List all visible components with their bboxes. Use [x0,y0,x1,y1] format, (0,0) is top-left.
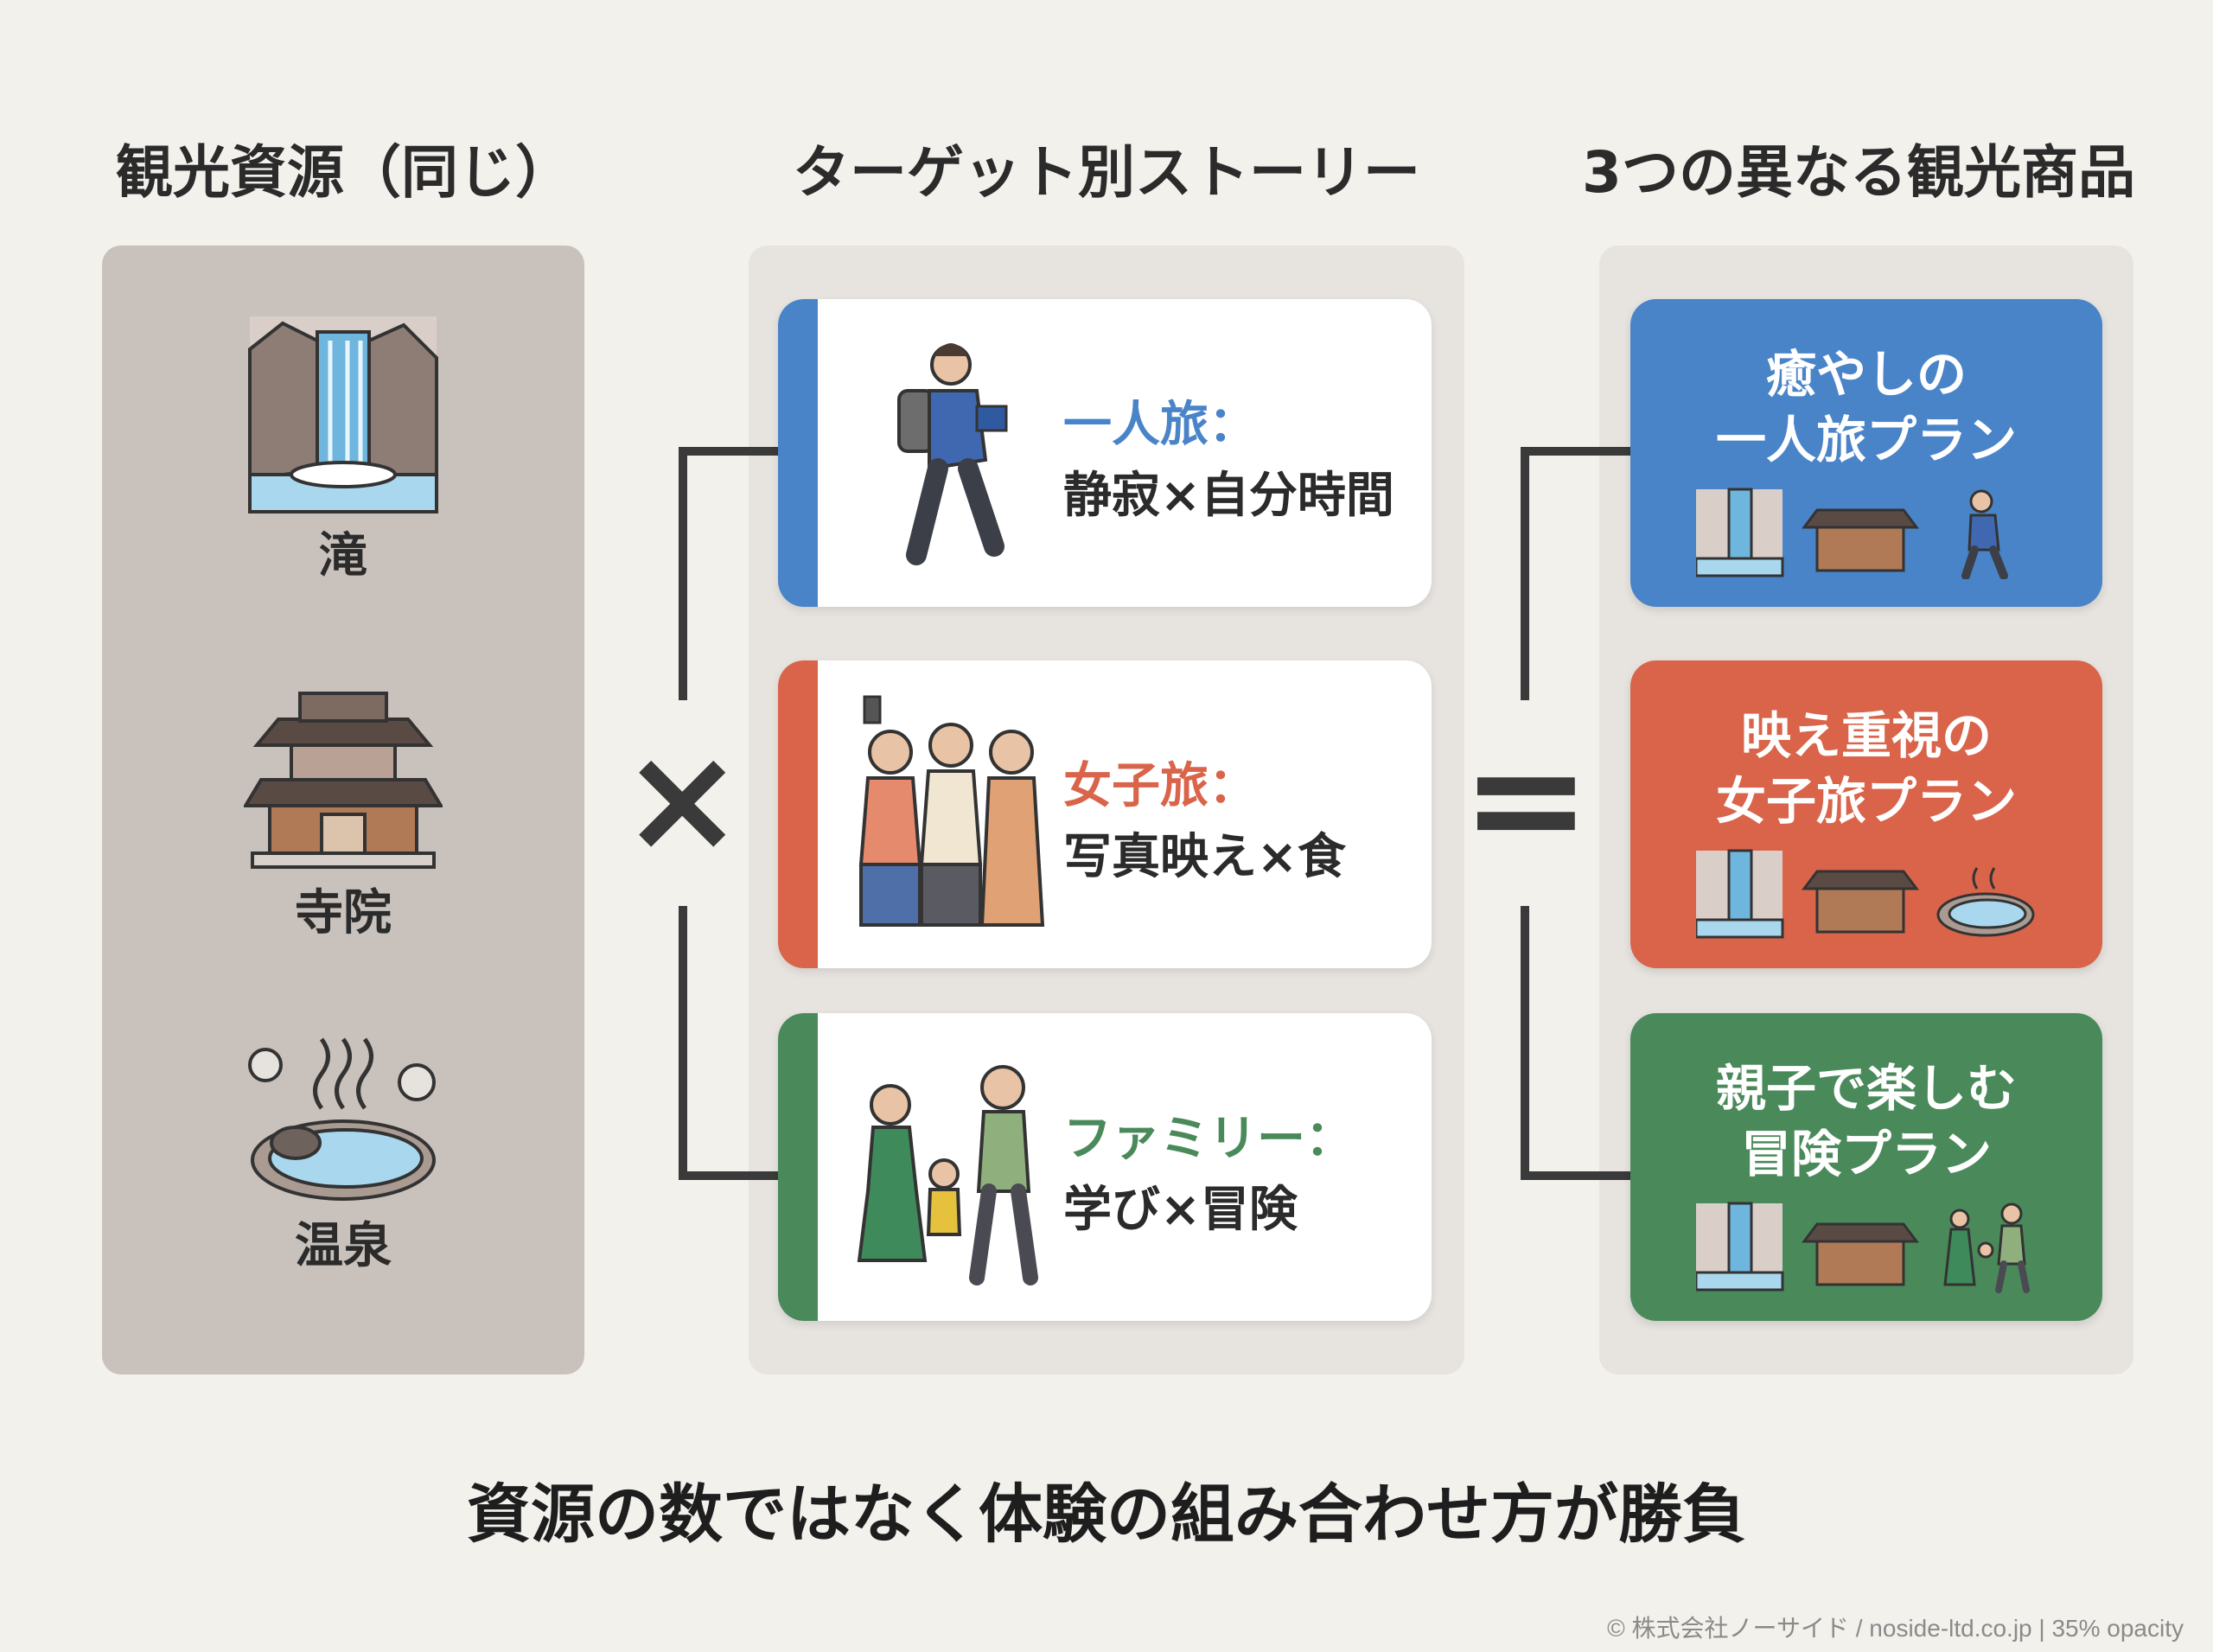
plan-card-solo: 癒やしの 一人旅プラン [1630,299,2102,607]
story-target: 一人旅： [1063,397,1257,453]
left-bracket [679,447,778,1180]
story-card-solo: 一人旅： 静寂×自分時間 [778,299,1432,607]
temple-icon [1802,508,1919,572]
solo-traveler-icon [897,343,1008,565]
hot-spring-icon [248,1037,436,1201]
resource-temple: 寺院 [102,685,584,944]
right-bracket [1521,447,1630,1180]
hot-spring-icon [1936,867,2035,937]
story-card-girls: 女子旅： 写真映え×食 [778,660,1432,968]
footer-message: 資源の数ではなく体験の組み合わせ方が勝負 [467,1477,1746,1552]
stories-header: ターゲット別ストーリー [793,139,1420,206]
waterfall-icon [248,316,438,513]
family-icon [857,1065,1038,1285]
plan-icons [1696,849,2035,939]
plan-title-line1: 癒やしの [1765,345,1967,404]
waterfall-icon [1696,1202,1784,1292]
plan-card-girls: 映え重視の 女子旅プラン [1630,660,2102,968]
resources-header: 観光資源（同じ） [116,139,572,206]
family-icon [1943,1202,2030,1293]
card-stripe [778,660,818,968]
equals-operator: = [1461,709,1591,890]
girls-trip-icon [858,695,1045,927]
temple-icon [1802,870,1919,934]
resource-label: 温泉 [295,1218,392,1274]
resources-panel: 滝 寺院 温泉 [102,246,584,1375]
waterfall-icon [1696,849,1784,939]
plan-title-line2: 冒険プラン [1740,1125,1992,1183]
temple-icon [242,692,444,869]
resource-label: 寺院 [295,885,392,941]
plan-icons [1696,488,2008,579]
plan-title-line1: 親子で楽しむ [1715,1059,2017,1118]
waterfall-icon [1696,488,1784,577]
story-target: ファミリー： [1063,1111,1354,1167]
plan-title-line2: 一人旅プラン [1715,411,2017,469]
resource-label: 滝 [319,528,367,584]
resource-waterfall: 滝 [102,315,584,587]
story-theme: 写真映え×食 [1063,829,1346,885]
plan-title-line1: 映え重視の [1740,706,1992,765]
credit-text: © 株式会社ノーサイド / noside-ltd.co.jp | 35% opa… [1607,1615,2184,1642]
plan-icons [1696,1202,2030,1293]
products-header: 3つの異なる観光商品 [1582,139,2135,206]
story-card-family: ファミリー： 学び×冒険 [778,1013,1432,1321]
times-operator: × [621,714,744,885]
card-stripe [778,299,818,607]
temple-icon [1802,1222,1919,1286]
story-theme: 静寂×自分時間 [1063,468,1394,524]
plan-title-line2: 女子旅プラン [1715,772,2017,831]
solo-traveler-icon [1961,489,2008,579]
story-theme: 学び×冒険 [1063,1182,1298,1238]
story-target: 女子旅： [1063,758,1257,814]
plan-card-family: 親子で楽しむ 冒険プラン [1630,1013,2102,1321]
resource-hot-spring: 温泉 [102,1022,584,1277]
card-stripe [778,1013,818,1321]
